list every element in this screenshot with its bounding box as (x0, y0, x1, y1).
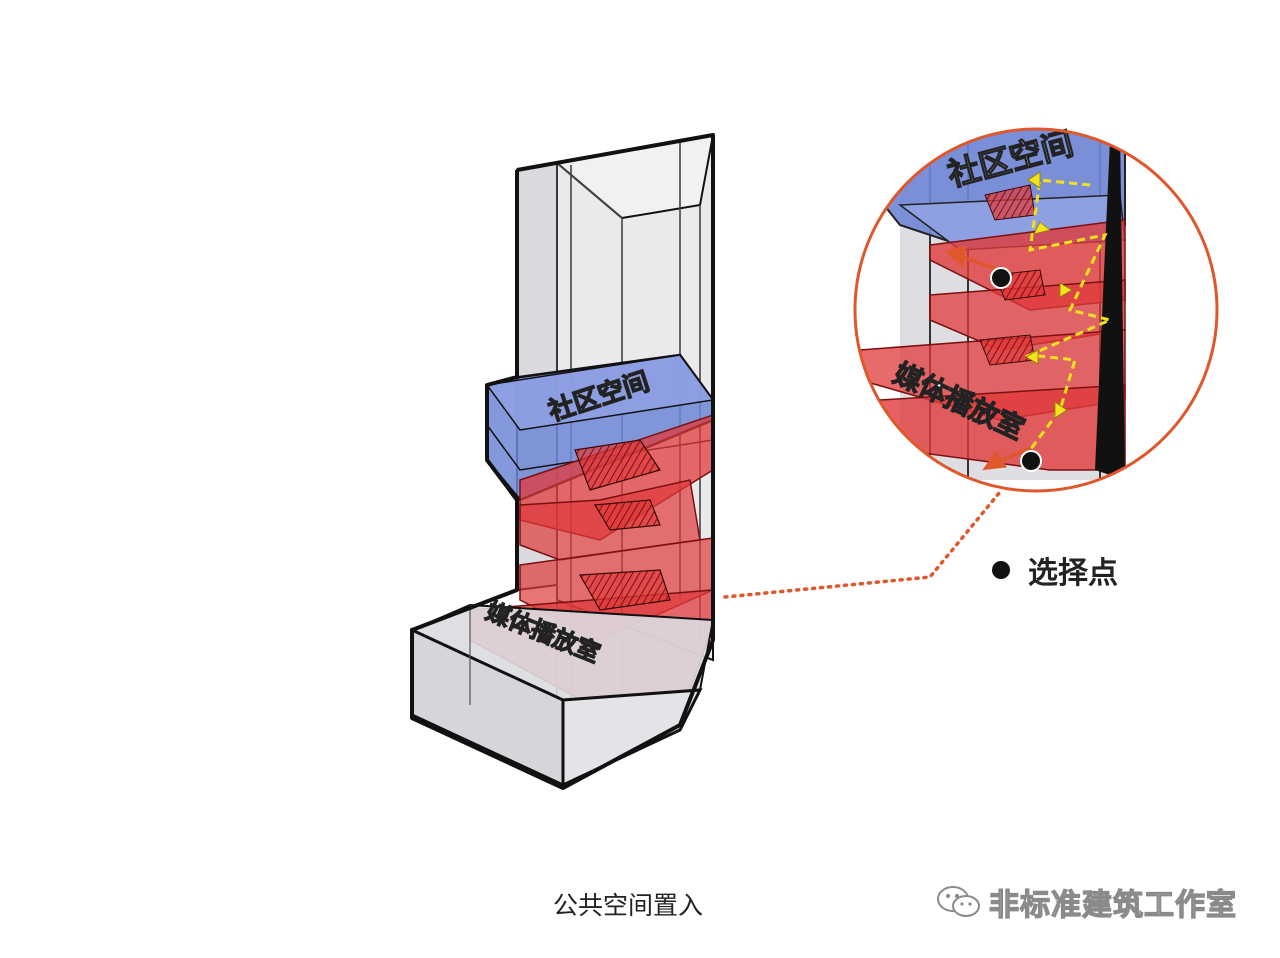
figure-caption: 公共空间置入 (553, 891, 704, 920)
circulation-path (1024, 178, 1115, 451)
exit-arrow-icons (944, 245, 1031, 471)
building-model (409, 133, 715, 790)
path-arrow-icons (1025, 171, 1073, 419)
callout-leader-line (723, 490, 1002, 599)
community-space-volume (485, 353, 715, 502)
zoom-detail: 社区空间 媒体播放室 (853, 124, 1219, 493)
legend-selection-point: 选择点 (1028, 556, 1118, 591)
selection-dot-icon (990, 267, 1012, 289)
podium-base (409, 603, 715, 788)
legend: 选择点 (992, 548, 1118, 592)
zoom-circle-border (853, 127, 1219, 493)
selection-dot-icon (1020, 450, 1042, 472)
wechat-icon (937, 886, 980, 917)
watermark-text: 非标准建筑工作室 (988, 887, 1237, 923)
selection-dot-icon (992, 561, 1010, 579)
watermark: 非标准建筑工作室 (935, 880, 1237, 924)
tower-outline (410, 133, 715, 790)
